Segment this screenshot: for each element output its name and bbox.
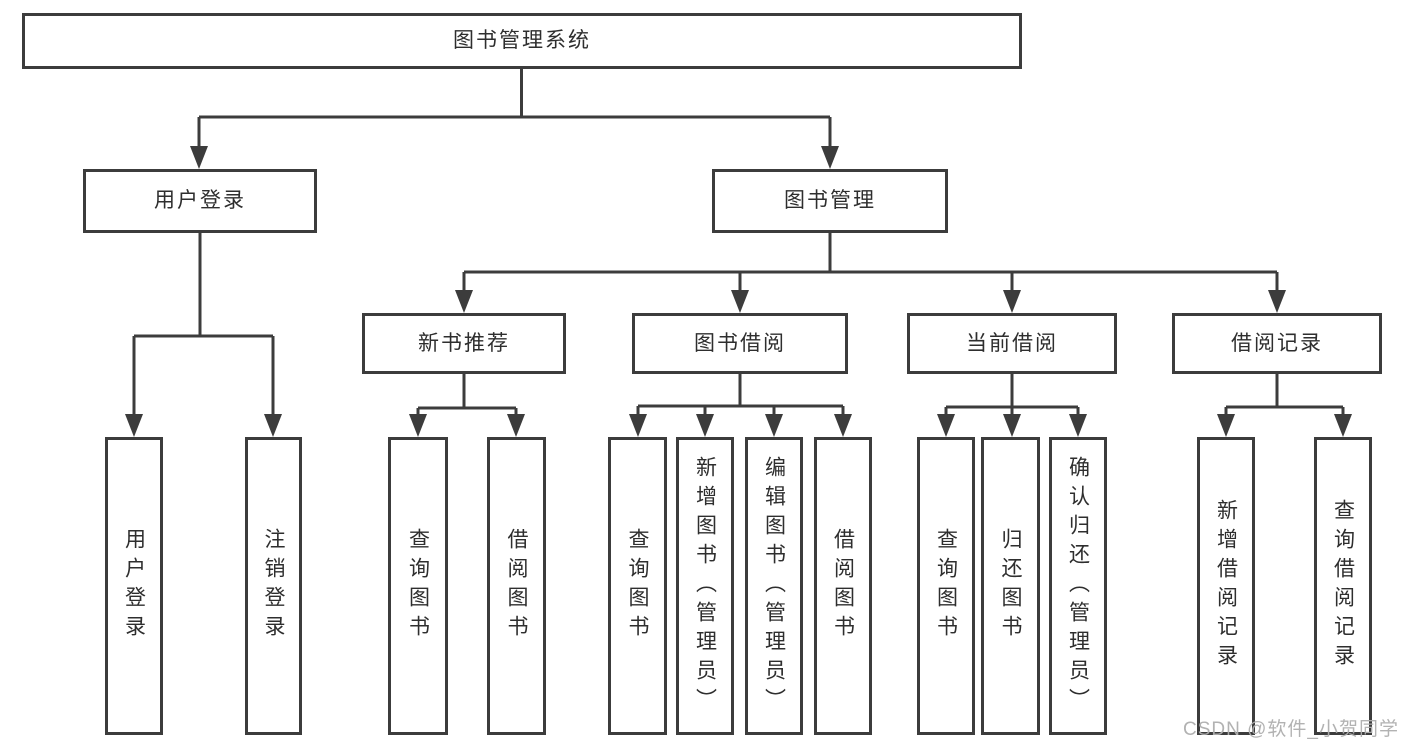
leaf-borrow-books-borrowing: 借阅图书 bbox=[814, 437, 872, 735]
node-borrowing-records: 借阅记录 bbox=[1172, 313, 1382, 374]
arrow-down-icon bbox=[731, 290, 749, 313]
arrow-down-icon bbox=[696, 414, 714, 437]
leaf-add-book-admin: 新增图书（管理员） bbox=[676, 437, 734, 735]
arrow-down-icon bbox=[765, 414, 783, 437]
csdn-watermark: CSDN @软件_小贺同学 bbox=[1183, 719, 1399, 740]
node-user-login: 用户登录 bbox=[83, 169, 317, 233]
leaf-logout: 注销登录 bbox=[245, 437, 302, 735]
leaf-query-books-current: 查询图书 bbox=[917, 437, 975, 735]
arrowheads bbox=[125, 146, 1352, 437]
arrow-down-icon bbox=[125, 414, 143, 437]
node-current-borrowing: 当前借阅 bbox=[907, 313, 1117, 374]
arrow-down-icon bbox=[937, 414, 955, 437]
leaf-query-borrow-record: 查询借阅记录 bbox=[1314, 437, 1372, 735]
leaf-confirm-return-admin: 确认归还（管理员） bbox=[1049, 437, 1107, 735]
leaf-query-books-borrowing: 查询图书 bbox=[608, 437, 667, 735]
node-book-management: 图书管理 bbox=[712, 169, 948, 233]
connector-current-borrowing-to-children bbox=[944, 374, 1080, 416]
arrow-down-icon bbox=[1334, 414, 1352, 437]
leaf-borrow-books-recommend: 借阅图书 bbox=[487, 437, 546, 735]
arrow-down-icon bbox=[264, 414, 282, 437]
arrow-down-icon bbox=[507, 414, 525, 437]
connector-new-book-to-children bbox=[416, 374, 518, 416]
arrow-down-icon bbox=[1003, 290, 1021, 313]
connector-user-login-to-children bbox=[132, 233, 275, 416]
node-new-book-recommendation: 新书推荐 bbox=[362, 313, 566, 374]
connector-book-borrowing-to-children bbox=[636, 374, 845, 416]
arrow-down-icon bbox=[1217, 414, 1235, 437]
arrow-down-icon bbox=[190, 146, 208, 169]
arrow-down-icon bbox=[455, 290, 473, 313]
connector-borrow-records-to-children bbox=[1224, 374, 1345, 416]
arrow-down-icon bbox=[1268, 290, 1286, 313]
leaf-edit-book-admin: 编辑图书（管理员） bbox=[745, 437, 803, 735]
arrow-down-icon bbox=[629, 414, 647, 437]
leaf-add-borrow-record: 新增借阅记录 bbox=[1197, 437, 1255, 735]
leaf-return-book: 归还图书 bbox=[981, 437, 1040, 735]
node-library-management-system: 图书管理系统 bbox=[22, 13, 1022, 69]
leaf-query-books-recommend: 查询图书 bbox=[388, 437, 448, 735]
arrow-down-icon bbox=[1069, 414, 1087, 437]
connector-book-management-to-level3 bbox=[462, 233, 1279, 292]
arrow-down-icon bbox=[409, 414, 427, 437]
arrow-down-icon bbox=[821, 146, 839, 169]
node-book-borrowing: 图书借阅 bbox=[632, 313, 848, 374]
connector-root-to-level2 bbox=[197, 69, 832, 148]
arrow-down-icon bbox=[1003, 414, 1021, 437]
leaf-user-login: 用户登录 bbox=[105, 437, 163, 735]
arrow-down-icon bbox=[834, 414, 852, 437]
